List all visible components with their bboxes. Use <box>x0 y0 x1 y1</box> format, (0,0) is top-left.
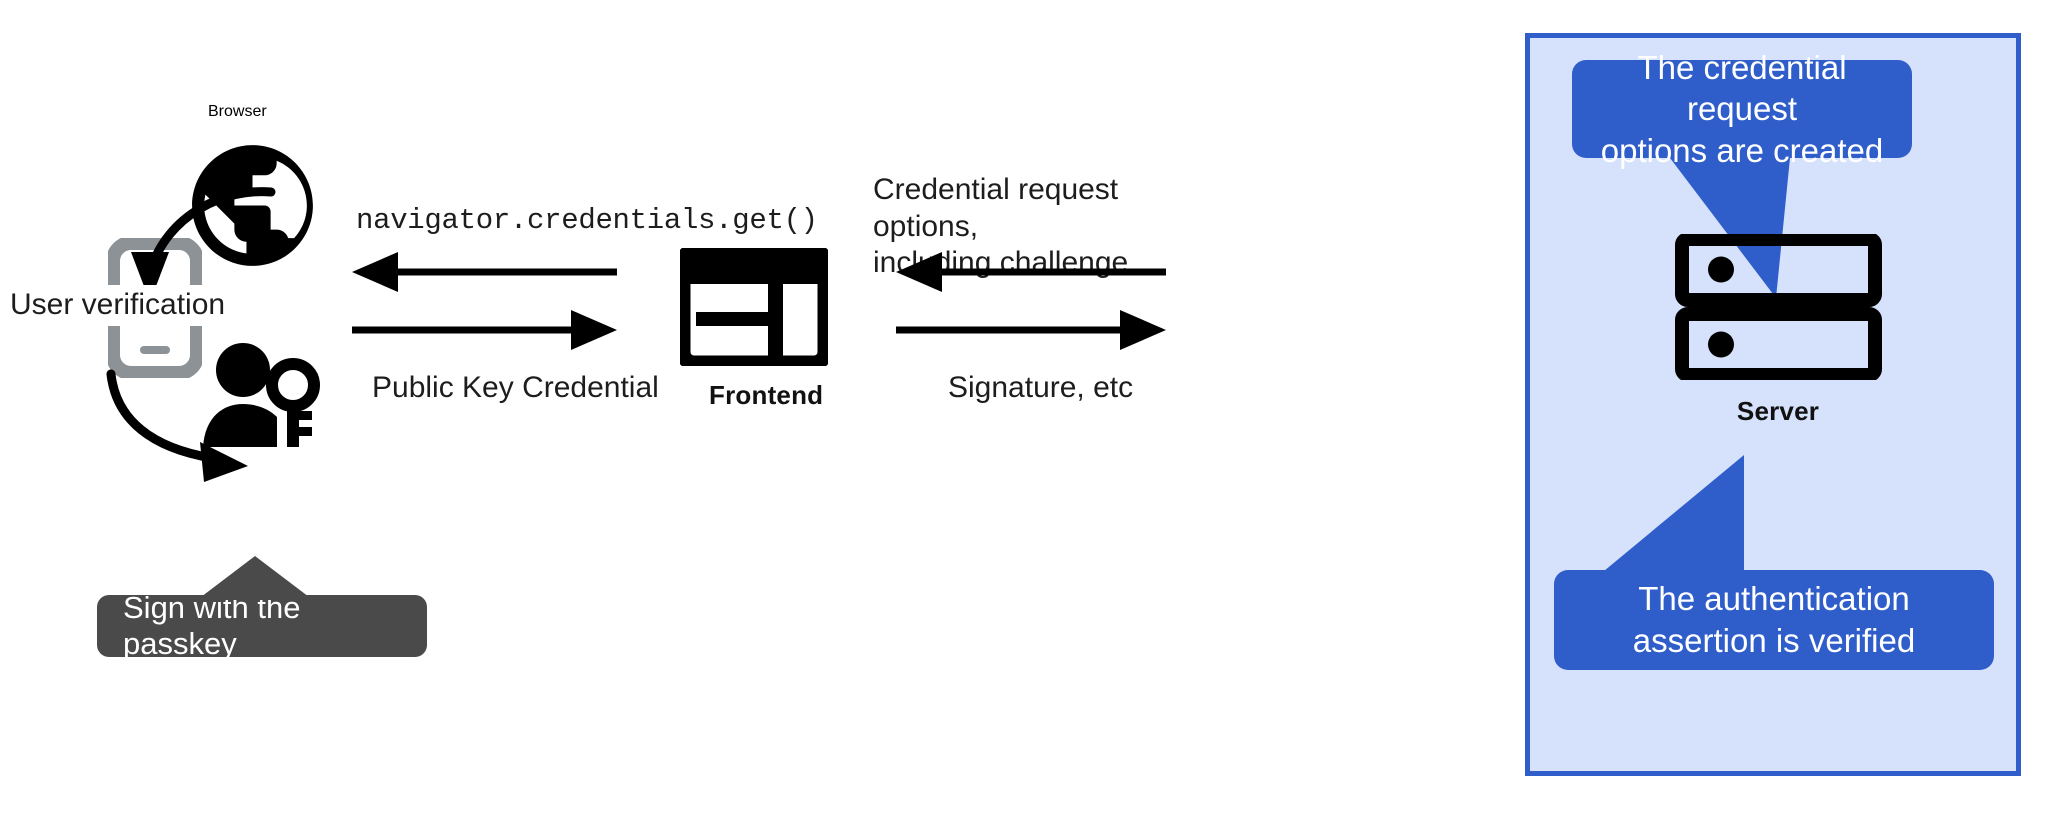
person-with-key-icon <box>195 337 320 462</box>
server-panel: The credential request options are creat… <box>1525 33 2021 776</box>
edge-label-navigator-credentials-get: navigator.credentials.get() <box>356 204 818 237</box>
frontend-label: Frontend <box>709 380 824 410</box>
web-layout-icon <box>675 243 833 371</box>
arrow-frontend-to-server <box>896 310 1166 350</box>
arrow-phone-to-user <box>106 369 248 482</box>
arrow-server-to-frontend <box>896 252 1166 292</box>
server-rack-icon <box>1675 232 1882 382</box>
server-label: Server <box>1736 396 1820 426</box>
bottom-callout: The authentication assertion is verified <box>1554 570 1994 670</box>
globe-icon <box>180 133 325 278</box>
top-callout: The credential request options are creat… <box>1572 49 1912 169</box>
sign-with-passkey-tooltip: Sign with the passkey <box>97 590 427 661</box>
browser-label: Browser <box>208 103 267 120</box>
arrow-browser-to-frontend <box>352 310 617 350</box>
edge-label-credential-request-options: Credential request options, including ch… <box>873 173 1129 280</box>
bottom-callout-tail <box>1604 455 1744 571</box>
top-callout-tail <box>1670 158 1790 298</box>
arrow-frontend-to-browser <box>352 252 617 292</box>
edge-label-signature-etc: Signature, etc <box>948 371 1134 404</box>
edge-label-public-key-credential: Public Key Credential <box>372 371 659 404</box>
arrow-browser-to-phone <box>131 187 276 302</box>
user-verification-label: User verification <box>6 285 230 326</box>
sign-with-passkey-tooltip-tail <box>197 556 313 600</box>
